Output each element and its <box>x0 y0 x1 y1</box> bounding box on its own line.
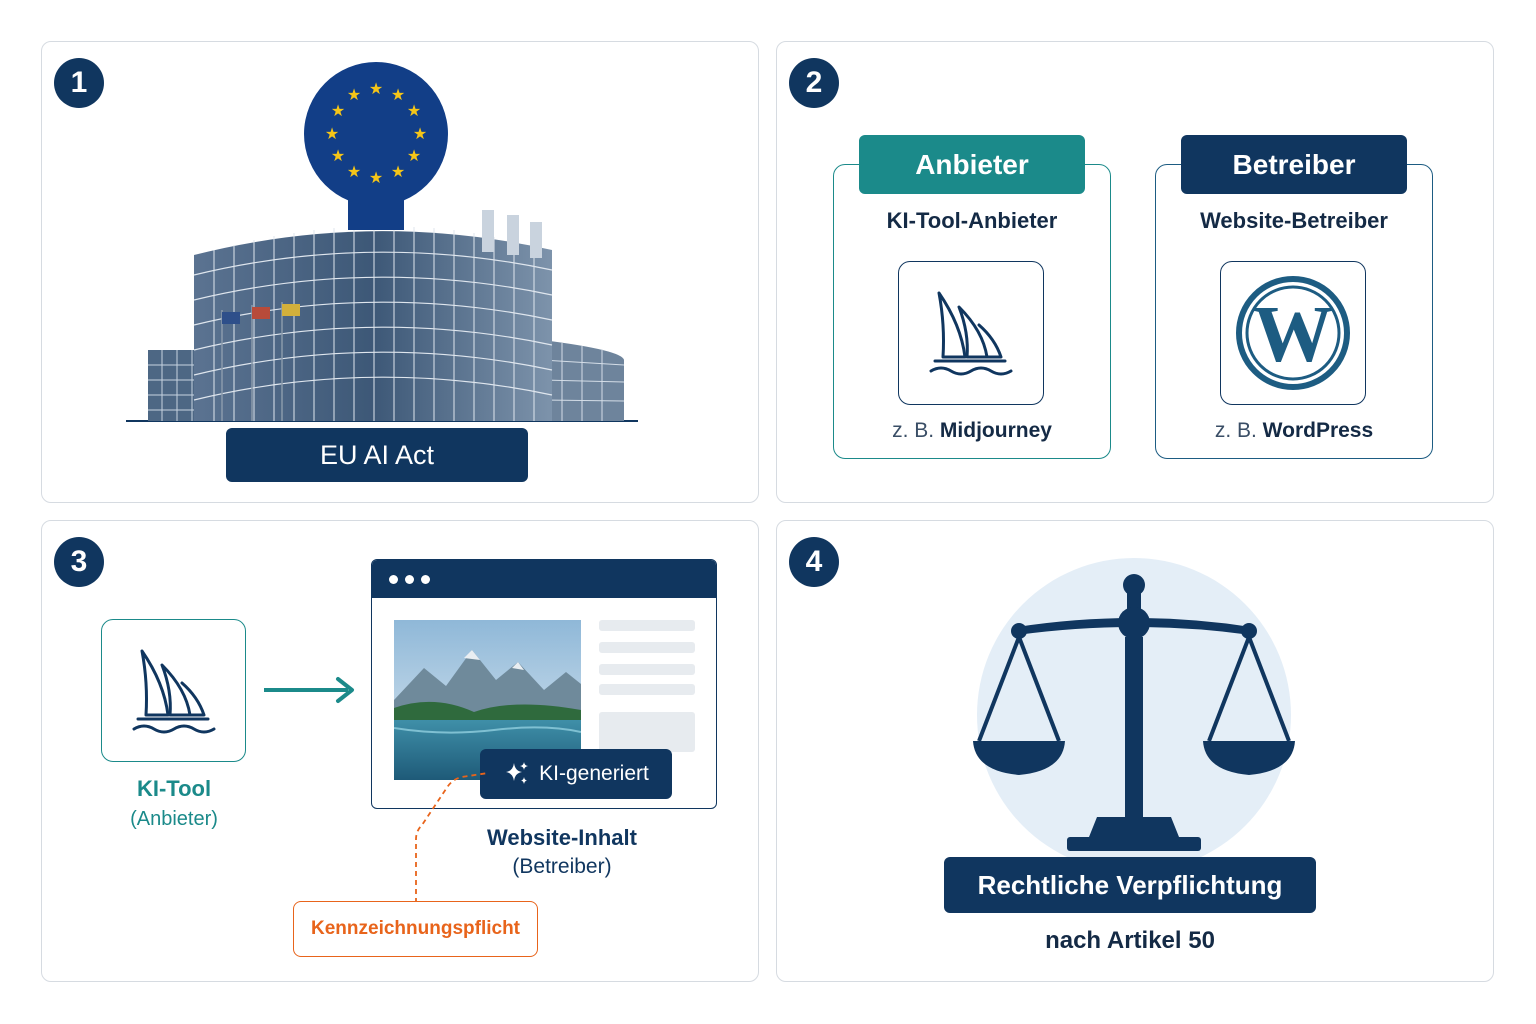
svg-text:★: ★ <box>369 168 383 187</box>
text-placeholder-line <box>599 642 695 653</box>
text-placeholder-line <box>599 684 695 695</box>
sailboat-icon <box>929 291 1013 376</box>
svg-text:★: ★ <box>407 146 421 165</box>
ai-tool-subtitle: (Anbieter) <box>130 808 218 830</box>
website-content-title: Website-Inhalt <box>487 825 637 850</box>
article-reference: nach Artikel 50 <box>1045 927 1215 954</box>
content-placeholder-block <box>599 712 695 752</box>
svg-text:★: ★ <box>331 101 345 120</box>
scales-of-justice-icon <box>973 558 1295 857</box>
svg-text:★: ★ <box>391 85 405 104</box>
legal-obligation-label: Rechtliche Verpflichtung <box>944 857 1316 913</box>
operator-example: z. B. WordPress <box>1214 419 1374 442</box>
ai-generated-label: KI-generiert <box>539 762 649 785</box>
website-content-subtitle: (Betreiber) <box>512 855 612 878</box>
text-placeholder-line <box>599 620 695 631</box>
arrow-right-icon <box>264 677 354 703</box>
eu-ai-act-label: EU AI Act <box>226 428 528 482</box>
dashed-connector <box>415 772 489 903</box>
svg-text:★: ★ <box>331 146 345 165</box>
browser-dot <box>421 575 430 584</box>
step-number-4: 4 <box>789 537 839 587</box>
sparkle-icon <box>506 762 529 784</box>
svg-text:★: ★ <box>407 101 421 120</box>
browser-dot <box>389 575 398 584</box>
svg-text:★: ★ <box>391 162 405 181</box>
operator-logo-box: W <box>1220 261 1366 405</box>
panel-legal-obligation: 4 Rechtliche Verpflichtung nach Artikel … <box>776 520 1494 982</box>
panel-eu-ai-act: 1 <box>41 41 759 503</box>
svg-text:★: ★ <box>347 85 361 104</box>
sailboat-icon <box>132 649 215 733</box>
ai-tool-box <box>101 619 246 762</box>
step-number-3: 3 <box>54 537 104 587</box>
svg-text:W: W <box>1253 291 1333 379</box>
labeling-duty-box: Kennzeichnungspflicht <box>293 901 538 957</box>
panel-labeling: 3 KI-Tool (Anbieter) <box>41 520 759 982</box>
browser-dot <box>405 575 414 584</box>
step-number-2: 2 <box>789 58 839 108</box>
svg-text:★: ★ <box>369 79 383 98</box>
provider-subtitle: KI-Tool-Anbieter <box>886 208 1058 233</box>
step-number-1: 1 <box>54 58 104 108</box>
eu-flag-icon <box>304 62 448 206</box>
provider-tab: Anbieter <box>859 135 1085 194</box>
text-placeholder-line <box>599 664 695 675</box>
wordpress-icon: W <box>1236 276 1350 390</box>
svg-text:★: ★ <box>325 124 339 143</box>
panel-roles: 2 KI-Tool-Anbieter z. B. Midjourney Anbi… <box>776 41 1494 503</box>
browser-title-bar <box>372 560 716 598</box>
operator-card: Website-Betreiber W z. B. WordPress <box>1155 164 1433 459</box>
svg-text:★: ★ <box>413 124 427 143</box>
ai-tool-title: KI-Tool <box>136 776 212 801</box>
svg-text:★: ★ <box>347 162 361 181</box>
parliament-building-icon: ★ ★ ★ ★ ★ ★ ★ ★ ★ ★ ★ ★ <box>126 62 638 422</box>
provider-card: KI-Tool-Anbieter z. B. Midjourney <box>833 164 1111 459</box>
ai-generated-badge: KI-generiert <box>480 749 672 799</box>
provider-example: z. B. Midjourney <box>892 419 1052 442</box>
provider-logo-box <box>898 261 1044 405</box>
operator-tab: Betreiber <box>1181 135 1407 194</box>
operator-subtitle: Website-Betreiber <box>1200 208 1388 233</box>
